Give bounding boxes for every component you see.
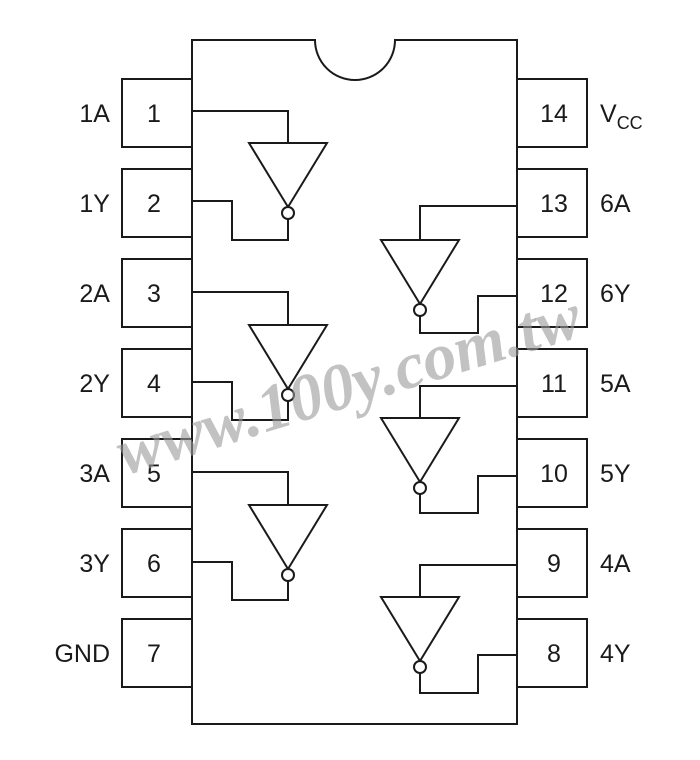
pins: 1 1A 2 1Y 3 2A 4 2Y 5 3A 6 3Y 7 GND 14 VCC 13 6A 12 6Y 11 5A 1…: [54, 78, 643, 688]
pin-name-1: 1A: [79, 100, 110, 128]
output-wire-8: [419, 654, 517, 694]
pin-name-11: 5A: [600, 370, 631, 398]
inverter-bubble: [281, 568, 295, 582]
output-wire-6: [192, 561, 289, 601]
chip-outline: [191, 39, 518, 725]
input-wire-3: [192, 291, 289, 325]
inverter-bubble: [281, 206, 295, 220]
pin-name-4: 2Y: [79, 370, 110, 398]
pin-box-3: [121, 258, 193, 328]
pin-name-7: GND: [54, 640, 110, 668]
pin-name-6: 3Y: [79, 550, 110, 578]
pin-box-13: [516, 168, 588, 238]
pin-number-7: 7: [147, 640, 161, 668]
input-wire-5: [192, 471, 289, 505]
input-wire-9: [419, 564, 517, 597]
input-wire-1: [192, 110, 289, 143]
pin-number-13: 13: [540, 190, 568, 218]
pin-box-9: [516, 528, 588, 598]
input-wire-13: [419, 205, 517, 240]
pin-number-3: 3: [147, 280, 161, 308]
inverter-gate-5-6: [192, 471, 329, 601]
pin-box-8: [516, 618, 588, 688]
pin-number-1: 1: [147, 100, 161, 128]
pin-name-12: 6Y: [600, 280, 631, 308]
pin-box-5: [121, 438, 193, 508]
inverter-triangle: [247, 324, 329, 391]
inverter-gate-13-12: [379, 205, 517, 334]
pin-box-12: [516, 258, 588, 328]
input-wire-11: [419, 385, 517, 418]
pin-box-7: [121, 618, 193, 688]
inverter-triangle: [379, 596, 461, 663]
inverter-triangle: [379, 417, 461, 484]
inverter-triangle: [247, 142, 329, 209]
inverter-gate-3-4: [192, 291, 329, 421]
pin-number-8: 8: [547, 640, 561, 668]
pin-box-2: [121, 168, 193, 238]
pin-number-6: 6: [147, 550, 161, 578]
pin-name-5: 3A: [79, 460, 110, 488]
inverter-triangle: [247, 504, 329, 571]
pin-name-9: 4A: [600, 550, 631, 578]
pin-number-12: 12: [540, 280, 568, 308]
output-wire-4: [192, 381, 289, 421]
inverter-bubble: [413, 303, 427, 317]
pin-number-10: 10: [540, 460, 568, 488]
pin-number-11: 11: [541, 370, 567, 398]
inverter-gates: [192, 110, 517, 694]
output-wire-10: [419, 475, 517, 514]
pin-number-4: 4: [147, 370, 161, 398]
inverter-bubble: [413, 481, 427, 495]
inverter-gate-11-10: [379, 385, 517, 514]
inverter-gate-1-2: [192, 110, 329, 241]
pin-name-14: VCC: [600, 100, 643, 133]
pin-box-11: [516, 348, 588, 418]
pin-box-4: [121, 348, 193, 418]
pin-name-8: 4Y: [600, 640, 631, 668]
pin-number-5: 5: [147, 460, 161, 488]
pin-box-14: [516, 78, 588, 148]
pin-number-14: 14: [540, 100, 568, 128]
pin-name-13: 6A: [600, 190, 631, 218]
pin-name-3: 2A: [79, 280, 110, 308]
output-wire-2: [192, 200, 289, 241]
pin-name-10: 5Y: [600, 460, 631, 488]
output-wire-12: [419, 295, 517, 334]
pin-number-9: 9: [547, 550, 561, 578]
pin-box-10: [516, 438, 588, 508]
inverter-triangle: [379, 239, 461, 306]
inverter-gate-9-8: [379, 564, 517, 694]
inverter-bubble: [413, 660, 427, 674]
chip-body: [191, 39, 518, 725]
pin-name-2: 1Y: [79, 190, 110, 218]
pin-box-1: [121, 78, 193, 148]
pin-number-2: 2: [147, 190, 161, 218]
